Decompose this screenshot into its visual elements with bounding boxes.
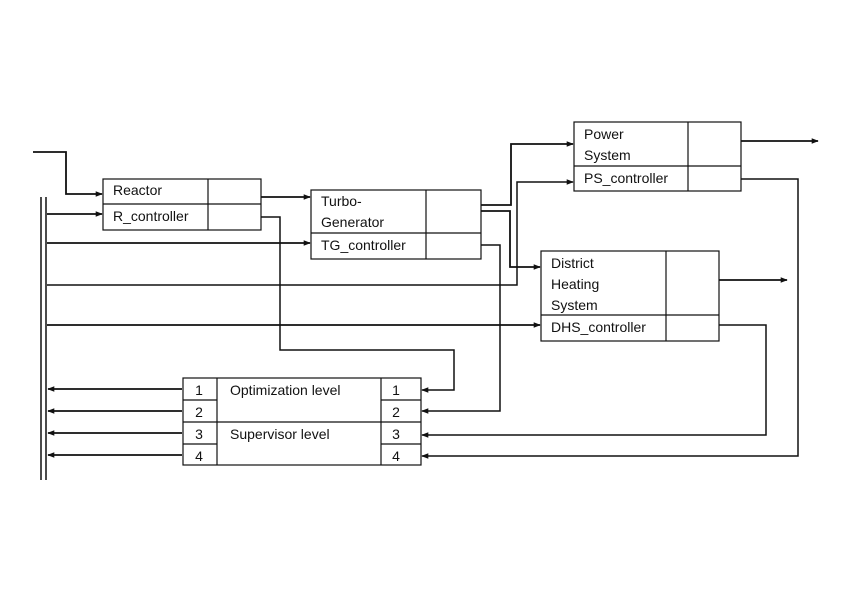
dhs-title-line-3: System — [551, 297, 598, 313]
turbo-to-dhs — [481, 210, 541, 270]
turbo-to-power-system — [481, 141, 574, 206]
power-system-block — [573, 121, 742, 192]
tg-controller-feedback — [421, 244, 501, 414]
optimization-level-label: Optimization level — [230, 382, 341, 398]
reactor-controller-label: R_controller — [113, 208, 189, 224]
dhs-title-line-2: Heating — [551, 276, 600, 292]
ps-controller-feedback — [421, 178, 799, 459]
left-port-3: 3 — [195, 426, 203, 442]
right-port-1: 1 — [392, 382, 400, 398]
power-system-title-line-1: Power — [584, 126, 624, 142]
ps-controller-label: PS_controller — [584, 170, 669, 186]
left-port-2: 2 — [195, 404, 203, 420]
district-heating-block — [540, 250, 720, 342]
left-port-4: 4 — [195, 448, 203, 464]
dhs-controller-label: DHS_controller — [551, 319, 646, 335]
tg-controller-label: TG_controller — [321, 237, 406, 253]
bus-to-ps-controller — [47, 179, 574, 286]
reactor-title: Reactor — [113, 182, 163, 198]
dhs-title-line-1: District — [551, 255, 594, 271]
dhs-controller-feedback — [421, 324, 767, 438]
r-controller-feedback — [261, 216, 455, 393]
right-port-3: 3 — [392, 426, 400, 442]
turbo-generator-block — [310, 189, 482, 260]
right-port-4: 4 — [392, 448, 400, 464]
turbo-generator-title-line-2: Generator — [321, 214, 385, 230]
right-port-2: 2 — [392, 404, 400, 420]
turbo-generator-title-line-1: Turbo- — [321, 193, 362, 209]
left-port-1: 1 — [195, 382, 203, 398]
input-to-reactor — [33, 151, 103, 197]
power-system-title-line-2: System — [584, 147, 631, 163]
supervisor-level-label: Supervisor level — [230, 426, 330, 442]
